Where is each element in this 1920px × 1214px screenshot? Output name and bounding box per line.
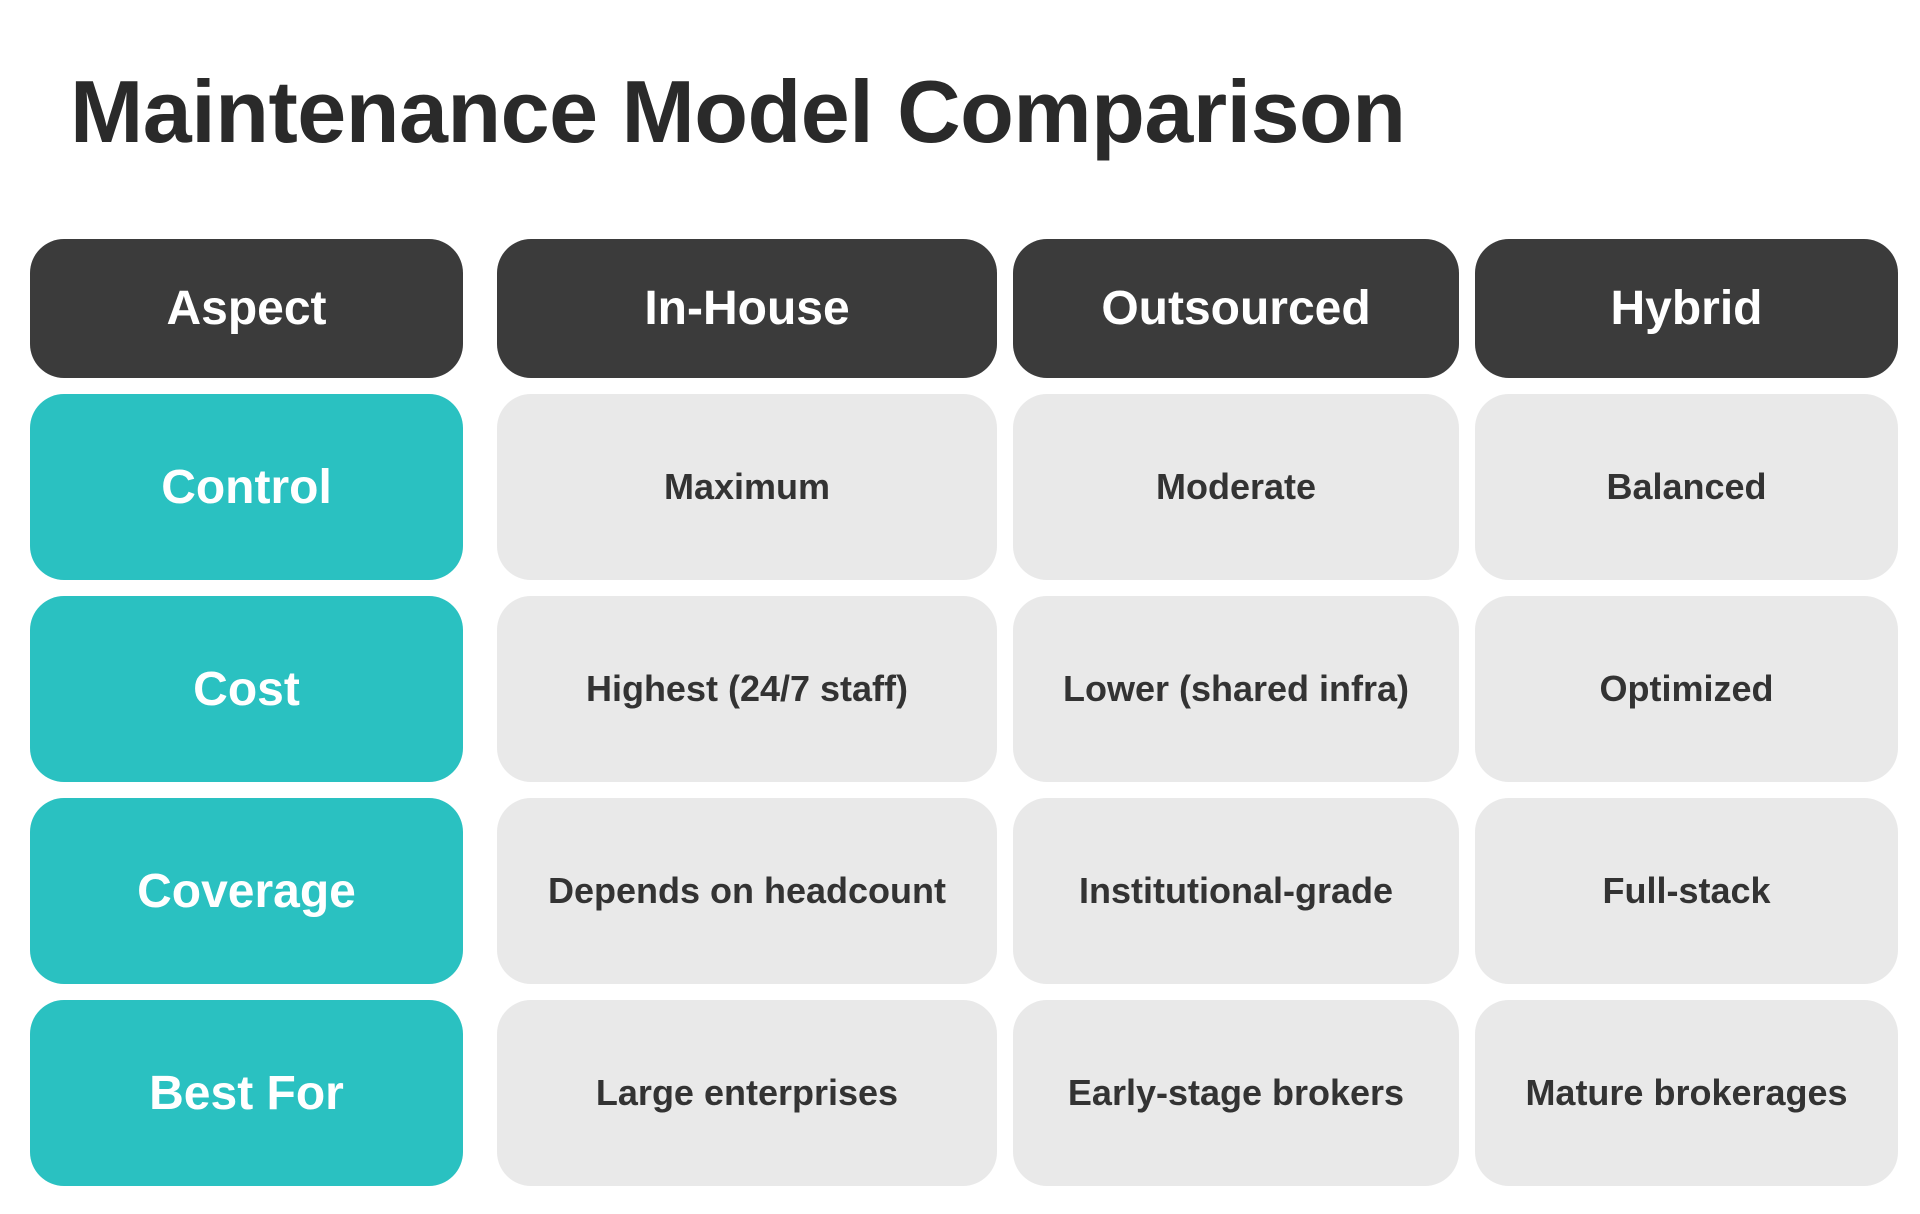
cell-control-hybrid: Balanced bbox=[1475, 394, 1898, 580]
column-header-hybrid: Hybrid bbox=[1475, 239, 1898, 378]
row-label-coverage: Coverage bbox=[30, 798, 463, 984]
column-header-outsourced: Outsourced bbox=[1013, 239, 1459, 378]
row-label-cost: Cost bbox=[30, 596, 463, 782]
row-label-best-for: Best For bbox=[30, 1000, 463, 1186]
column-header-in-house: In-House bbox=[497, 239, 997, 378]
cell-best-for-hybrid: Mature brokerages bbox=[1475, 1000, 1898, 1186]
column-header-aspect: Aspect bbox=[30, 239, 463, 378]
cell-best-for-outsourced: Early-stage brokers bbox=[1013, 1000, 1459, 1186]
cell-cost-hybrid: Optimized bbox=[1475, 596, 1898, 782]
cell-cost-outsourced: Lower (shared infra) bbox=[1013, 596, 1459, 782]
cell-coverage-outsourced: Institutional-grade bbox=[1013, 798, 1459, 984]
cell-best-for-in-house: Large enterprises bbox=[497, 1000, 997, 1186]
cell-coverage-in-house: Depends on headcount bbox=[497, 798, 997, 984]
page-title: Maintenance Model Comparison bbox=[70, 62, 1406, 161]
cell-control-outsourced: Moderate bbox=[1013, 394, 1459, 580]
cell-cost-in-house: Highest (24/7 staff) bbox=[497, 596, 997, 782]
cell-control-in-house: Maximum bbox=[497, 394, 997, 580]
cell-coverage-hybrid: Full-stack bbox=[1475, 798, 1898, 984]
row-label-control: Control bbox=[30, 394, 463, 580]
